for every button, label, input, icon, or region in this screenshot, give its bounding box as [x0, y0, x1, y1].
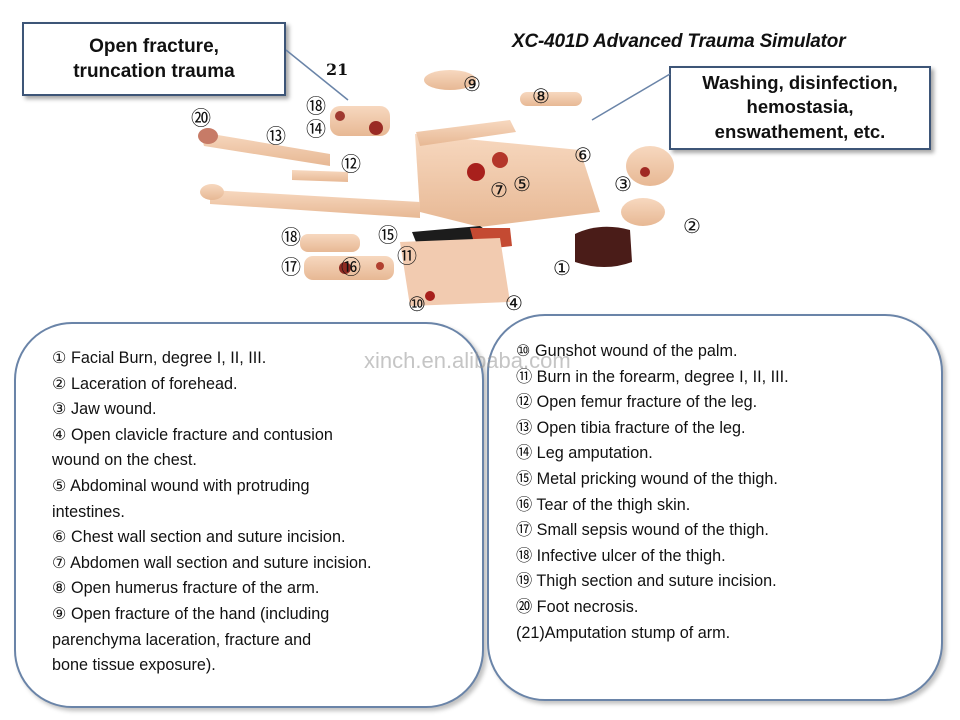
left-leg-shape	[200, 132, 330, 166]
marker-12: ⑫	[341, 152, 361, 176]
list-item: ⑧ Open humerus fracture of the arm.	[52, 579, 320, 598]
list-item: ⑫ Open femur fracture of the leg.	[516, 393, 758, 412]
torso-shape	[415, 134, 600, 227]
list-item: ① Facial Burn, degree I, II, III.	[52, 349, 267, 367]
marker-8: ⑧	[532, 84, 550, 108]
marker-7: ⑦	[490, 178, 508, 202]
callout-line: Washing, disinfection,	[702, 72, 898, 93]
upper-arm-shape	[416, 120, 516, 146]
right-description-panel	[487, 314, 943, 701]
marker-4: ④	[505, 291, 523, 315]
marker-14: ⑭	[306, 117, 326, 141]
list-item: ⑪ Burn in the forearm, degree I, II, III…	[516, 367, 789, 386]
thigh-piece-shape	[300, 234, 360, 252]
marker-16: ⑯	[341, 255, 361, 279]
marker-2: ②	[683, 214, 701, 238]
wound-shape	[339, 262, 351, 274]
list-item: parenchyma laceration, fracture and	[52, 630, 312, 649]
leg-piece-shape	[292, 170, 348, 182]
list-item: ⑮ Metal pricking wound of the thigh.	[516, 469, 778, 488]
marker-1: ①	[553, 256, 571, 280]
callout-line: truncation trauma	[73, 61, 235, 83]
left-feature-list: ① Facial Burn, degree I, II, III. ② Lacer…	[52, 346, 472, 679]
hand-shape	[424, 70, 476, 90]
page-title: XC-401D Advanced Trauma Simulator	[512, 31, 846, 52]
list-item: ⑥ Chest wall section and suture incision…	[52, 528, 346, 547]
watermark: xinch.en.alibaba.com	[364, 348, 571, 373]
list-item: ⑰ Small sepsis wound of the thigh.	[516, 521, 769, 540]
wound-shape	[335, 111, 345, 121]
marker-13: ⑬	[266, 124, 286, 148]
list-item: ⑨ Open fracture of the hand (including	[52, 604, 330, 623]
marker-6: ⑥	[574, 143, 592, 167]
list-item: ⑭ Leg amputation.	[516, 444, 653, 463]
list-item: ⑬ Open tibia fracture of the leg.	[516, 418, 746, 437]
forearm-shape	[520, 92, 582, 106]
right-leg-shape	[210, 190, 420, 218]
chest-pad-shape	[400, 238, 510, 306]
callout-open-fracture: Open fracture, truncation trauma	[22, 22, 286, 96]
list-item: ④ Open clavicle fracture and contusion	[52, 425, 333, 444]
wound-shape	[376, 262, 384, 270]
foot-shape	[198, 128, 218, 144]
burn-mask-shape	[575, 226, 632, 267]
trauma-simulator-photo	[198, 70, 674, 306]
foot-shape	[200, 184, 224, 200]
callout-left-connector	[286, 49, 349, 101]
wound-shape	[492, 152, 508, 168]
callout-line: hemostasia,	[746, 96, 854, 118]
marker-20: ⑳	[191, 106, 211, 130]
wound-shape	[640, 167, 650, 177]
callout-washing: Washing, disinfection, hemostasia, enswa…	[669, 66, 931, 150]
marker-17: ⑰	[281, 255, 301, 279]
list-item: ⑩ Gunshot wound of the palm.	[516, 342, 738, 360]
list-item: intestines.	[52, 502, 125, 521]
marker-3: ③	[614, 172, 632, 196]
marker-5: ⑤	[513, 172, 531, 196]
marker-18: ⑱	[306, 94, 326, 118]
list-item: (21)Amputation stump of arm.	[516, 623, 731, 642]
callout-line: Open fracture,	[89, 36, 219, 57]
list-item: wound on the chest.	[52, 451, 197, 470]
callout-right-connector	[591, 73, 671, 121]
list-item: ② Laceration of forehead.	[52, 374, 238, 393]
right-feature-list: ⑩ Gunshot wound of the palm. ⑪ Burn in th…	[516, 339, 936, 646]
marker-10: ⑩	[408, 292, 426, 316]
list-item: ⑦ Abdomen wall section and suture incisi…	[52, 553, 372, 572]
callout-line: enswathement, etc.	[714, 120, 886, 142]
marker-18-lower: ⑱	[281, 225, 301, 249]
wound-shape	[425, 291, 435, 301]
head-shape	[626, 146, 674, 186]
list-item: ⑤ Abdominal wound with protruding	[52, 476, 310, 495]
marker-21: 21	[326, 60, 349, 79]
list-item: ⑲ Thigh section and suture incision.	[516, 572, 777, 591]
wound-shape	[467, 163, 485, 181]
left-description-panel	[14, 322, 484, 708]
list-item: ⑳ Foot necrosis.	[516, 597, 639, 616]
wound-shape	[369, 121, 383, 135]
face-mask-shape	[621, 198, 665, 226]
list-item: ⑱ Infective ulcer of the thigh.	[516, 546, 726, 565]
list-item: bone tissue exposure).	[52, 656, 216, 675]
marker-9: ⑨	[463, 72, 481, 96]
marker-15: ⑮	[378, 223, 398, 247]
marker-11: ⑪	[397, 244, 417, 268]
list-item: ⑯ Tear of the thigh skin.	[516, 495, 691, 514]
list-item: ③ Jaw wound.	[52, 400, 157, 419]
